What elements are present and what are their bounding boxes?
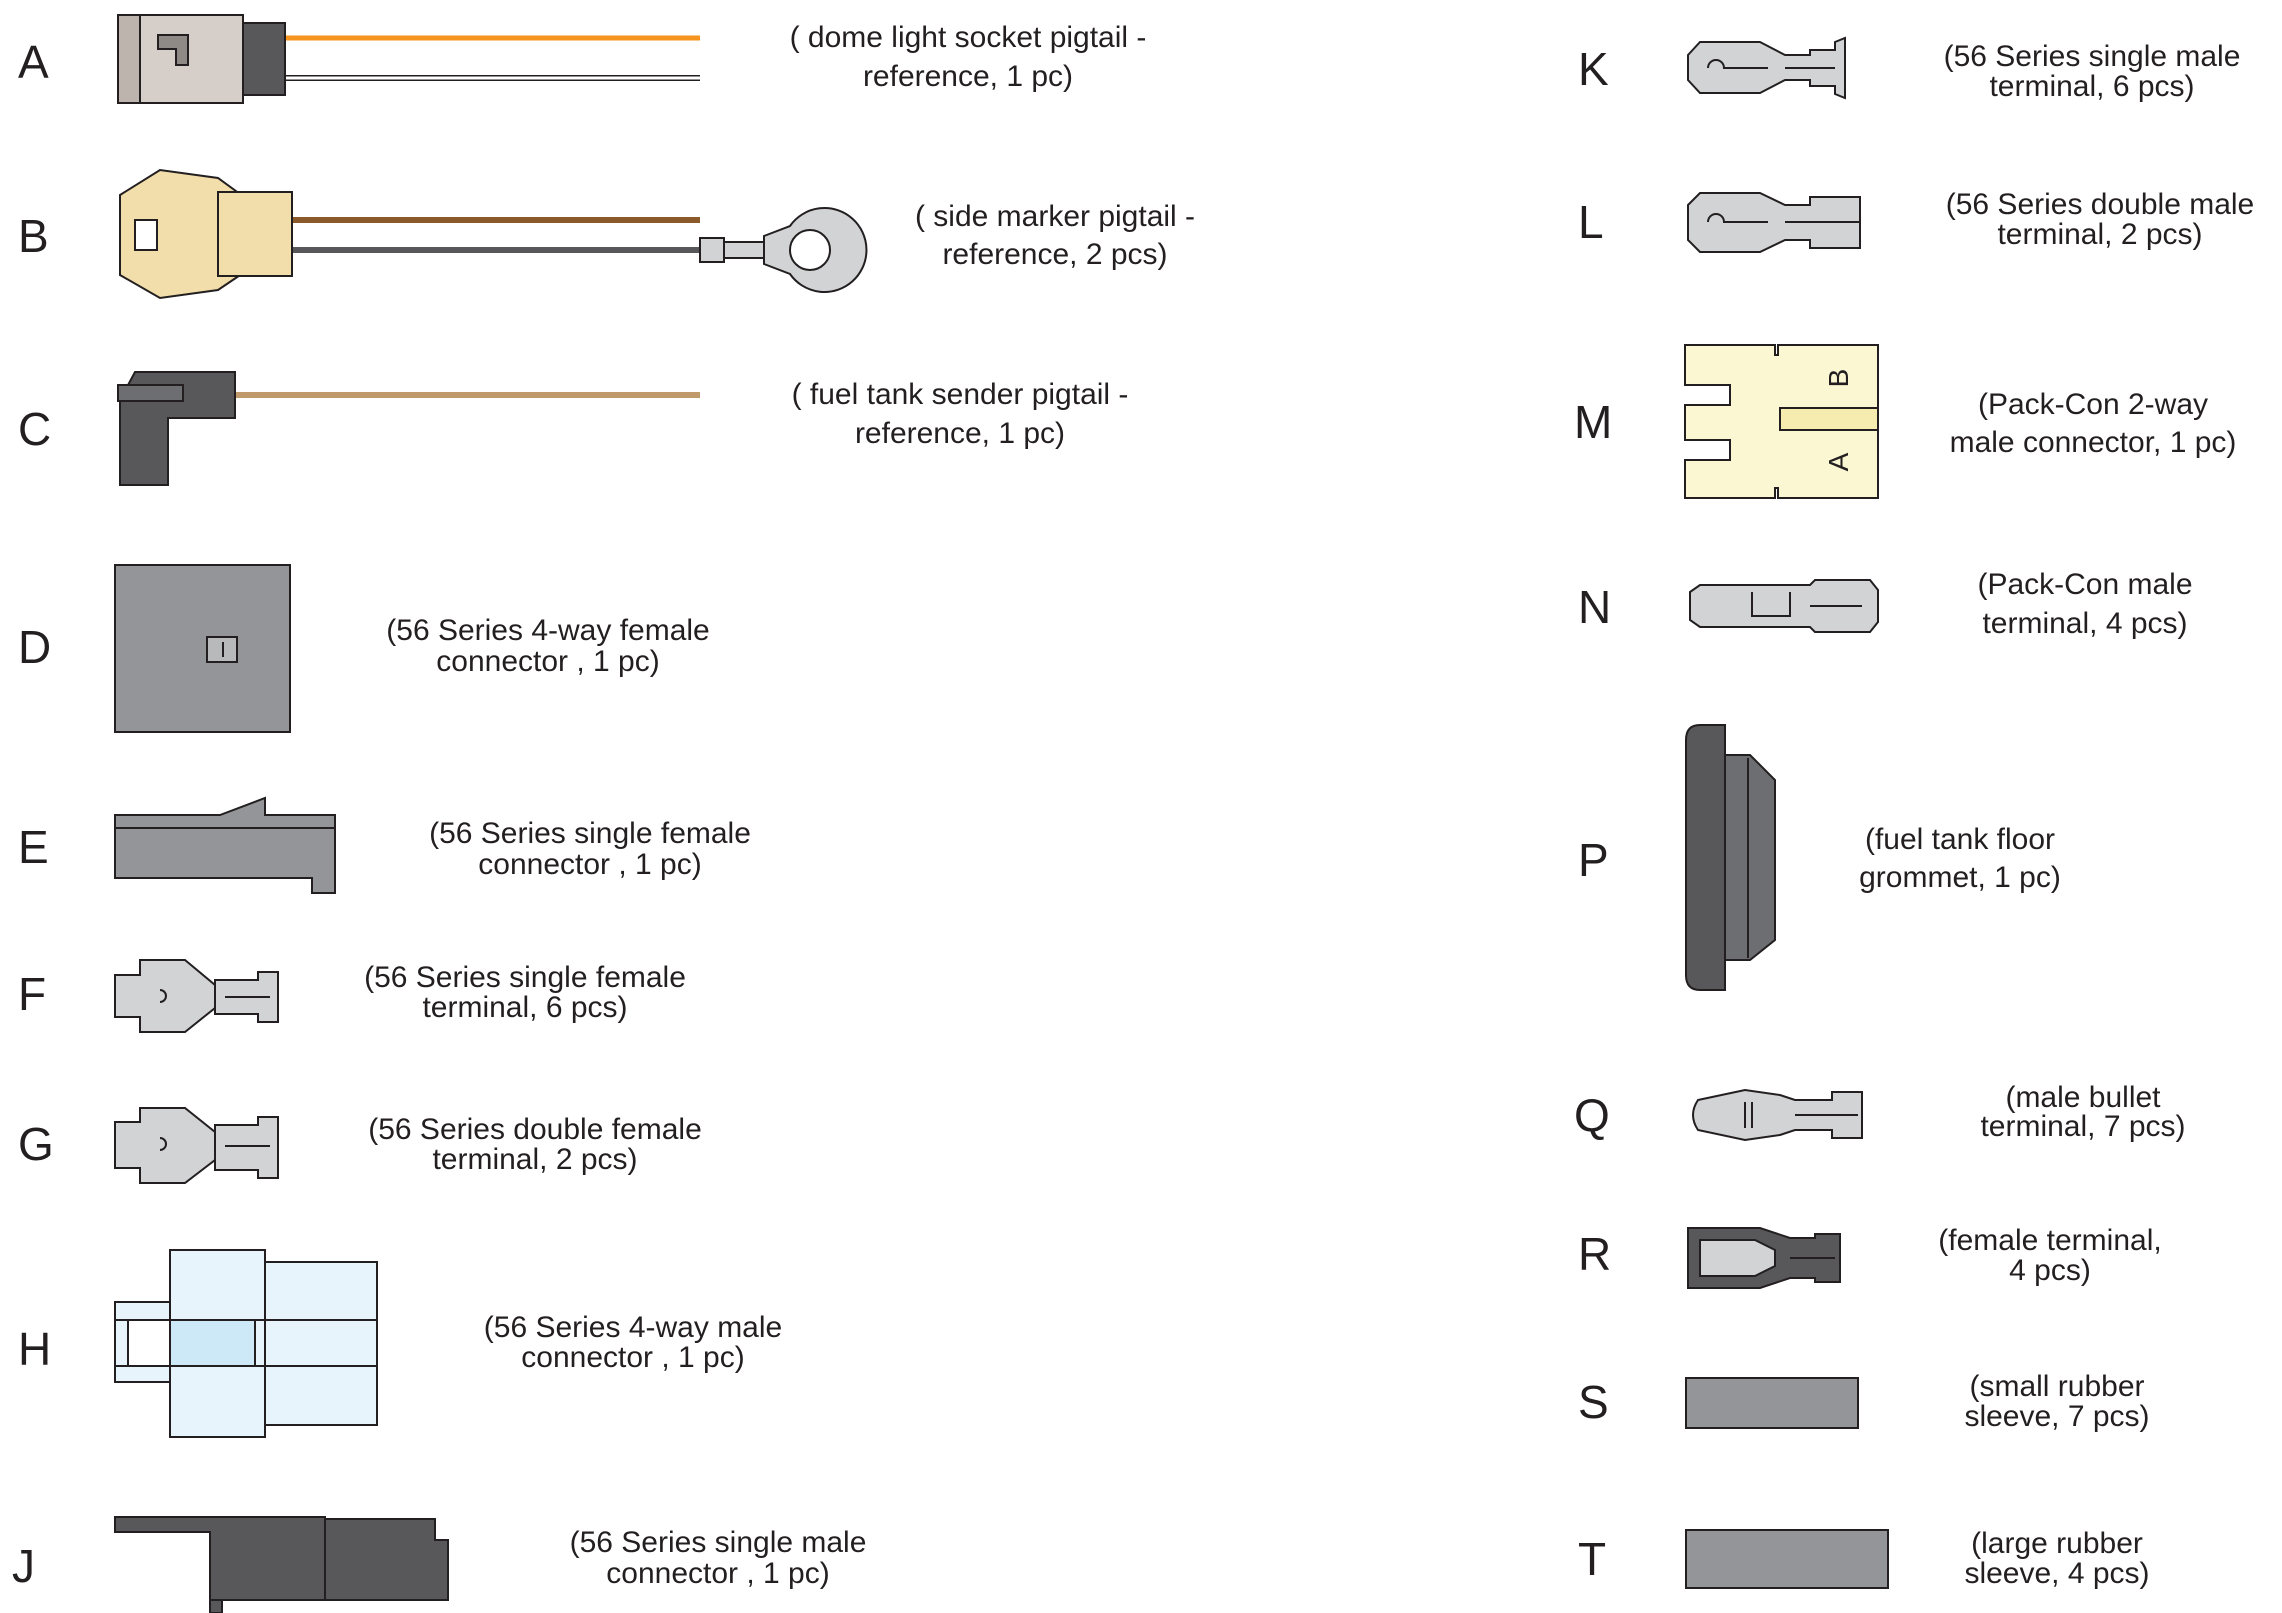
part-t-desc-line2: sleeve, 4 pcs) xyxy=(1964,1557,2149,1590)
part-t-letter: T xyxy=(1578,1533,1606,1585)
single-male-connector-drawing xyxy=(114,1516,449,1613)
part-g: G (56 Series double female terminal, 2 p… xyxy=(18,1107,702,1184)
part-j-desc-line2: connector , 1 pc) xyxy=(606,1557,829,1590)
part-r-desc-line1: (female terminal, xyxy=(1938,1224,2161,1257)
part-s-letter: S xyxy=(1578,1376,1609,1428)
large-rubber-sleeve-drawing xyxy=(1685,1529,1889,1589)
part-q-desc-line2: terminal, 7 pcs) xyxy=(1980,1110,2185,1143)
part-q: Q (male bullet terminal, 7 pcs) xyxy=(1574,1081,2186,1143)
part-a: A ( dome light socket pigtail - referenc… xyxy=(18,14,1147,104)
part-f-letter: F xyxy=(18,968,46,1020)
part-l-desc-line2: terminal, 2 pcs) xyxy=(1997,218,2202,251)
part-h-desc-line1: (56 Series 4-way male xyxy=(484,1311,782,1344)
fuel-tank-floor-grommet-drawing xyxy=(1685,724,1776,991)
part-m-letter: M xyxy=(1574,396,1612,448)
part-q-letter: Q xyxy=(1574,1089,1610,1141)
part-j-letter: J xyxy=(12,1540,35,1592)
pin-a-label: A xyxy=(1823,452,1854,471)
four-way-male-connector-drawing xyxy=(114,1249,378,1438)
part-b-letter: B xyxy=(18,210,49,262)
female-terminal-drawing xyxy=(1687,1227,1841,1289)
part-m-desc-line2: male connector, 1 pc) xyxy=(1950,426,2237,459)
part-m-desc-line1: (Pack-Con 2-way xyxy=(1978,388,2208,421)
part-b: B ( side marker pigtail - reference, 2 p… xyxy=(18,168,1195,300)
part-t-desc-line1: (large rubber xyxy=(1971,1527,2143,1560)
part-a-letter: A xyxy=(18,36,49,88)
part-r-desc-line2: 4 pcs) xyxy=(2009,1254,2091,1287)
part-b-desc-line1: ( side marker pigtail - xyxy=(915,200,1195,233)
part-d-desc-line1: (56 Series 4-way female xyxy=(386,614,709,647)
part-g-letter: G xyxy=(18,1118,54,1170)
side-marker-pigtail-drawing xyxy=(119,168,868,300)
part-d-desc-line2: connector , 1 pc) xyxy=(436,645,659,678)
small-rubber-sleeve-drawing xyxy=(1685,1377,1859,1429)
part-c-letter: C xyxy=(18,403,51,455)
four-way-female-connector-drawing xyxy=(114,564,291,733)
part-f: F (56 Series single female terminal, 6 p… xyxy=(18,959,686,1033)
part-d: D (56 Series 4-way female connector , 1 … xyxy=(18,564,710,733)
double-female-terminal-drawing xyxy=(114,1107,279,1184)
part-j: J (56 Series single male connector , 1 p… xyxy=(12,1516,867,1613)
part-k: K (56 Series single male terminal, 6 pcs… xyxy=(1578,36,2241,103)
double-male-terminal-drawing xyxy=(1687,192,1861,253)
part-a-desc-line1: ( dome light socket pigtail - xyxy=(790,21,1147,54)
part-r-letter: R xyxy=(1578,1228,1611,1280)
part-q-desc-line1: (male bullet xyxy=(2005,1081,2161,1114)
part-l-letter: L xyxy=(1578,196,1604,248)
part-e-desc-line2: connector , 1 pc) xyxy=(478,848,701,881)
part-e-letter: E xyxy=(18,821,49,873)
part-s: S (small rubber sleeve, 7 pcs) xyxy=(1578,1370,2150,1433)
part-s-desc-line1: (small rubber xyxy=(1969,1370,2144,1403)
part-a-desc-line2: reference, 1 pc) xyxy=(863,60,1073,93)
part-j-desc-line1: (56 Series single male xyxy=(570,1526,867,1559)
part-c-desc-line1: ( fuel tank sender pigtail - xyxy=(792,378,1129,411)
fuel-tank-sender-pigtail-drawing xyxy=(117,371,700,486)
part-c-desc-line2: reference, 1 pc) xyxy=(855,417,1065,450)
part-e: E (56 Series single female connector , 1… xyxy=(18,796,751,894)
part-k-desc-line2: terminal, 6 pcs) xyxy=(1989,70,2194,103)
part-h-desc-line2: connector , 1 pc) xyxy=(521,1341,744,1374)
male-bullet-terminal-drawing xyxy=(1692,1088,1863,1142)
single-female-terminal-drawing xyxy=(114,959,279,1033)
pack-con-2-way-male-connector-drawing: B A xyxy=(1684,344,1879,499)
part-r: R (female terminal, 4 pcs) xyxy=(1578,1224,2162,1289)
part-k-letter: K xyxy=(1578,43,1609,95)
part-n: N (Pack-Con male terminal, 4 pcs) xyxy=(1578,568,2193,640)
part-s-desc-line2: sleeve, 7 pcs) xyxy=(1964,1400,2149,1433)
part-g-desc-line1: (56 Series double female xyxy=(368,1113,702,1146)
part-p-desc-line2: grommet, 1 pc) xyxy=(1859,861,2061,894)
single-female-connector-drawing xyxy=(114,796,336,894)
part-k-desc-line1: (56 Series single male xyxy=(1944,40,2241,73)
part-p-desc-line1: (fuel tank floor xyxy=(1865,823,2055,856)
single-male-terminal-drawing xyxy=(1687,36,1846,100)
pin-b-label: B xyxy=(1823,369,1854,388)
pack-con-male-terminal-drawing xyxy=(1689,579,1879,633)
part-n-letter: N xyxy=(1578,581,1611,633)
part-h-letter: H xyxy=(18,1323,51,1375)
part-f-desc-line2: terminal, 6 pcs) xyxy=(422,991,627,1024)
part-t: T (large rubber sleeve, 4 pcs) xyxy=(1578,1527,2150,1590)
part-d-letter: D xyxy=(18,621,51,673)
part-f-desc-line1: (56 Series single female xyxy=(364,961,686,994)
part-l-desc-line1: (56 Series double male xyxy=(1946,188,2255,221)
dome-light-socket-pigtail-drawing xyxy=(117,14,700,104)
part-n-desc-line1: (Pack-Con male xyxy=(1977,568,2192,601)
part-h: H (56 Series 4-way male connector , 1 pc… xyxy=(18,1249,782,1438)
part-m: M B A (Pack-Con 2-way male connector, 1 … xyxy=(1574,344,2237,499)
part-l: L (56 Series double male terminal, 2 pcs… xyxy=(1578,188,2255,253)
part-g-desc-line2: terminal, 2 pcs) xyxy=(432,1143,637,1176)
part-c: C ( fuel tank sender pigtail - reference… xyxy=(18,371,1129,486)
part-p: P (fuel tank floor grommet, 1 pc) xyxy=(1578,724,2061,991)
part-e-desc-line1: (56 Series single female xyxy=(429,817,751,850)
part-n-desc-line2: terminal, 4 pcs) xyxy=(1982,607,2187,640)
part-p-letter: P xyxy=(1578,834,1609,886)
part-b-desc-line2: reference, 2 pcs) xyxy=(942,238,1167,271)
